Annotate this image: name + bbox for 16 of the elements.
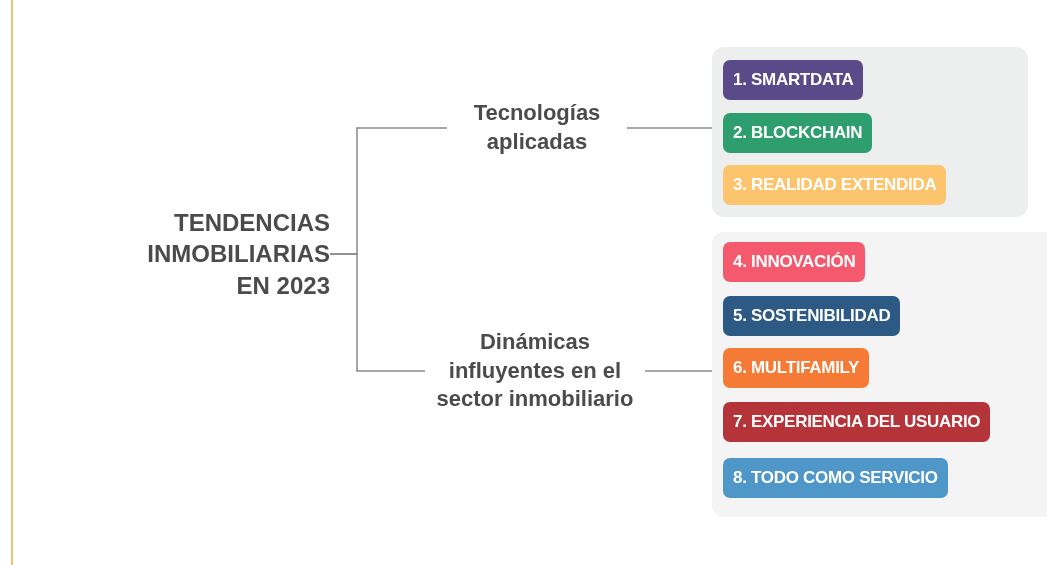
connector-line [626,127,713,129]
trend-tag: 2. BLOCKCHAIN [723,113,873,153]
branch-heading: Tecnologías aplicadas [447,96,627,160]
group-panel [712,47,1028,217]
trend-tag: 6. MULTIFAMILY [723,348,870,388]
trend-tag: 8. TODO COMO SERVICIO [723,458,948,498]
connector-line [644,370,713,372]
connector-line [329,253,426,372]
branch-heading: Dinámicas influyentes en el sector inmobiliario [425,324,645,418]
trend-tag: 4. INNOVACIÓN [723,242,866,282]
trend-tag: 7. EXPERIENCIA DEL USUARIO [723,402,991,442]
trend-tag: 1. SMARTDATA [723,60,864,100]
trend-tag: 3. REALIDAD EXTENDIDA [723,165,947,205]
trend-tag: 5. SOSTENIBILIDAD [723,296,901,336]
main-heading: TENDENCIAS INMOBILIARIAS EN 2023 [110,208,330,300]
group-panel [712,232,1047,517]
